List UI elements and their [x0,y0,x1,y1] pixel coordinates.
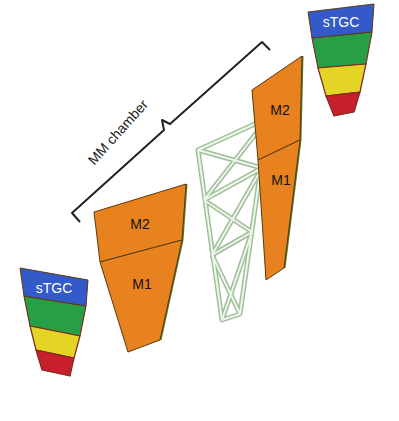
stgc-band [318,64,366,96]
node-outline [258,140,300,280]
layer-name: M2 [130,217,149,231]
stgc-wedge [24,296,86,376]
layer-name: M1 [271,173,290,187]
node-shape [20,268,88,306]
stgc-band [326,92,360,116]
layer-name: M1 [132,277,151,291]
stgc-band: sTGC [308,4,374,38]
mm-layer: M1 [258,140,300,280]
detector-name: sTGC [36,281,73,295]
node-shape [100,240,182,352]
stgc-wedge [312,32,372,116]
detector-name: sTGC [323,15,360,29]
mm-layer: M1 [100,240,182,352]
node-shape [308,4,374,38]
node-shape [258,140,300,280]
stgc-band [36,350,74,376]
layer-name: M2 [270,103,289,117]
node-outline [100,240,182,352]
group-label: MM chamber [85,96,152,167]
stgc-band: sTGC [20,268,88,306]
